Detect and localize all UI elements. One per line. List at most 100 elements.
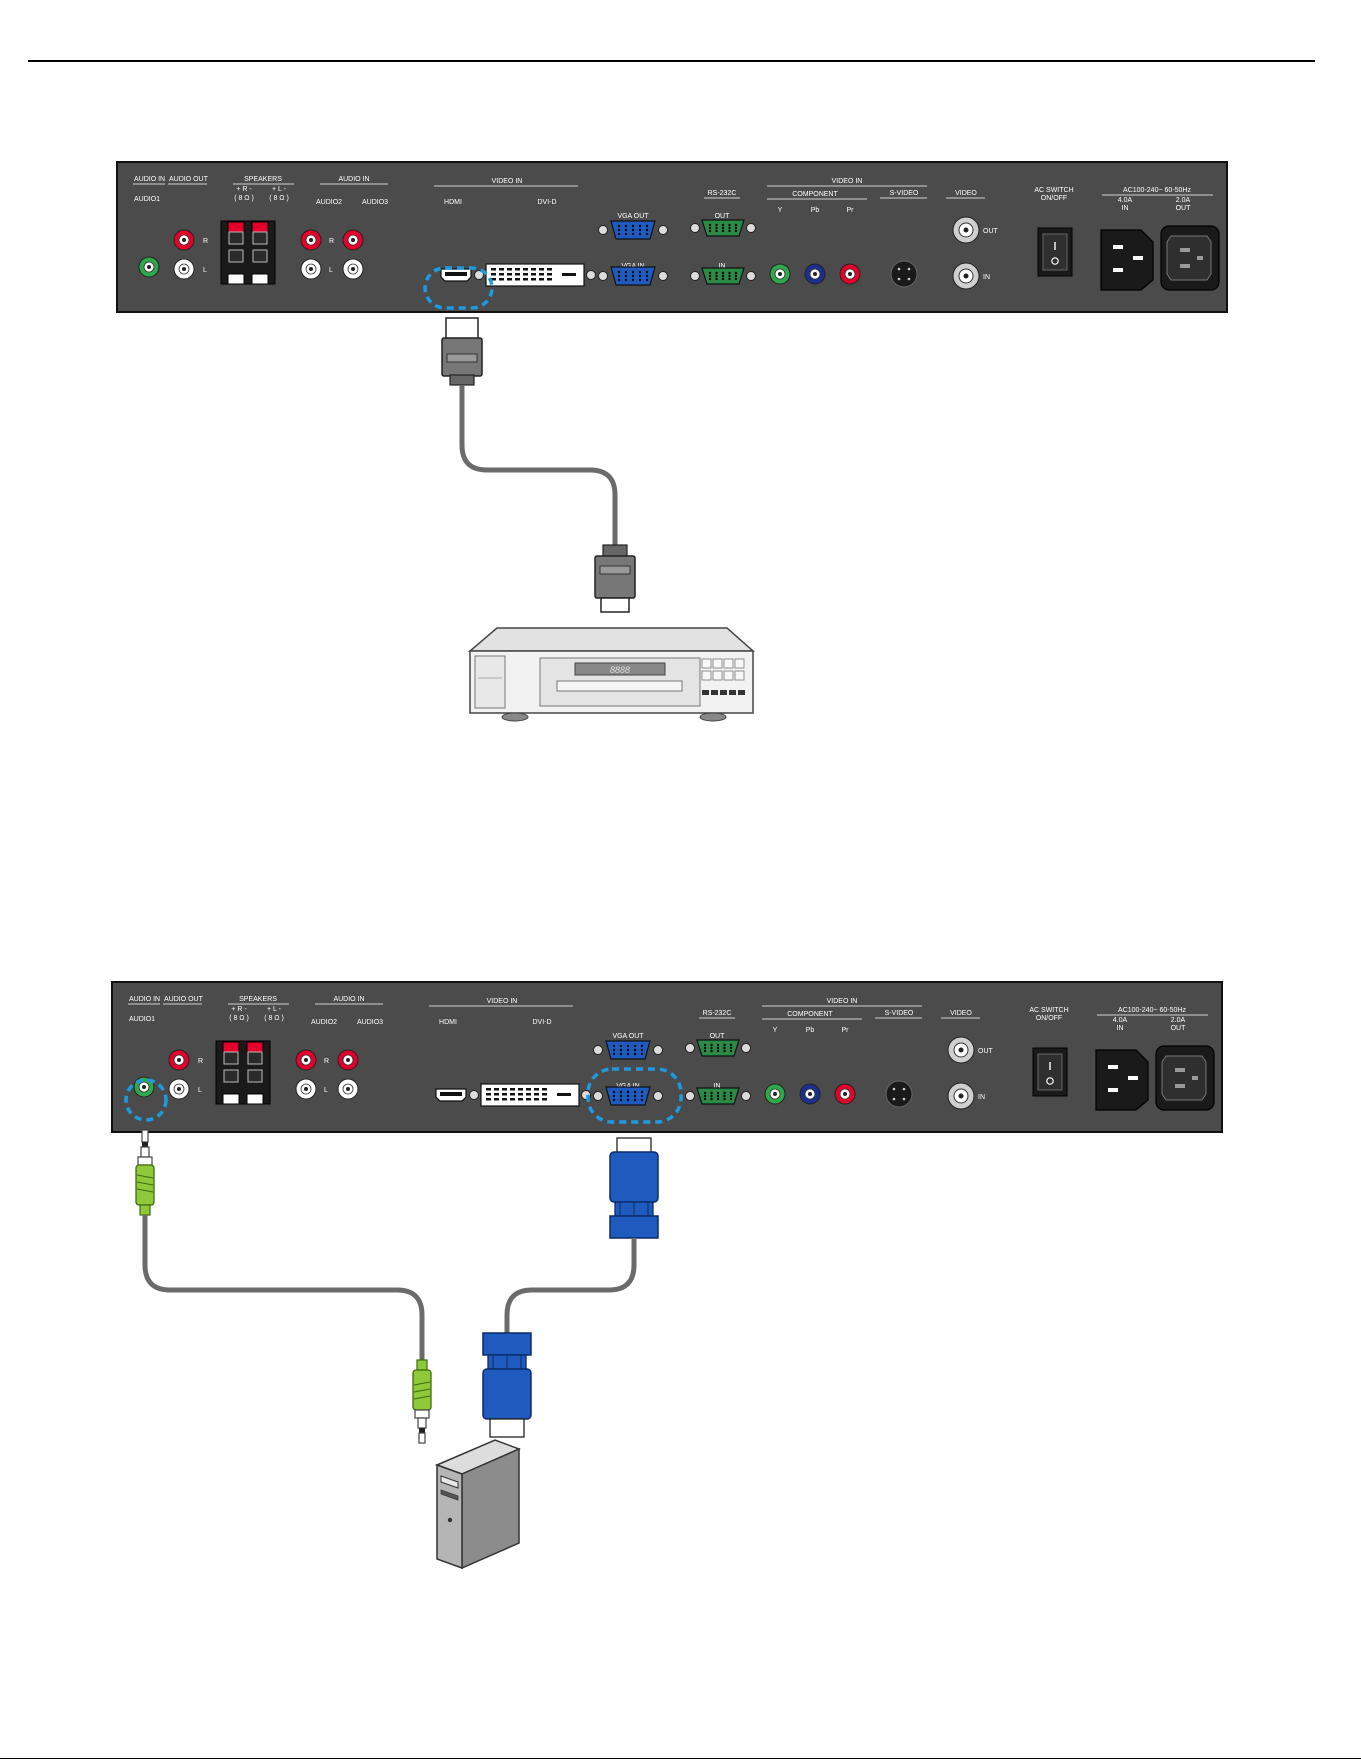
speaker-terminal-white xyxy=(227,273,245,285)
audio2-r-port-pin xyxy=(309,238,313,242)
pin xyxy=(631,274,635,278)
dvi-pin xyxy=(502,1093,507,1096)
ac-in-pin xyxy=(1113,245,1123,249)
dvi-pin xyxy=(502,1098,507,1101)
pin xyxy=(626,1044,630,1048)
pin xyxy=(708,277,712,281)
label-video: VIDEO xyxy=(950,1010,972,1017)
pin xyxy=(619,1098,623,1102)
pin xyxy=(626,1098,630,1102)
dvi-pin xyxy=(526,1088,531,1091)
hdmi-port-slot xyxy=(445,272,467,276)
dvi-pin xyxy=(494,1093,499,1096)
dvi-pin xyxy=(491,278,496,281)
s-video-port xyxy=(885,1080,913,1108)
pin xyxy=(626,1052,630,1056)
label-audio-in: AUDIO IN xyxy=(129,996,160,1003)
pin xyxy=(728,229,731,233)
audio2-r-port-pin xyxy=(304,1058,308,1062)
player-transport-key xyxy=(729,690,736,695)
speaker-terminal-slot xyxy=(247,1069,263,1083)
player-key xyxy=(723,658,734,669)
label-speakers-ohm-r: ( 8 Ω ) xyxy=(234,195,254,202)
pin xyxy=(612,1052,616,1056)
label-on-off: ON/OFF xyxy=(1036,1015,1062,1022)
pin xyxy=(617,270,621,274)
audio3-r-port-pin xyxy=(351,238,355,242)
audio-cable xyxy=(142,1215,425,1360)
pin xyxy=(729,1094,733,1098)
screw xyxy=(741,1043,751,1053)
pin xyxy=(624,274,628,278)
label-rs232c-out: OUT xyxy=(710,1033,726,1040)
pin xyxy=(728,226,731,230)
dvi-pin xyxy=(534,1093,539,1096)
top-rule xyxy=(28,60,1315,62)
pin xyxy=(721,271,725,275)
label-audio2: AUDIO2 xyxy=(311,1019,337,1026)
dvi-pin xyxy=(534,1088,539,1091)
label-r: R xyxy=(203,238,208,245)
pin xyxy=(729,1043,733,1047)
label-vga-out: VGA OUT xyxy=(617,213,649,220)
speaker-terminal-white xyxy=(246,1093,264,1105)
pin xyxy=(617,228,621,232)
pin xyxy=(710,1097,713,1101)
hdmi-port-slot xyxy=(440,1092,462,1096)
hdmi-plug-top xyxy=(441,317,483,386)
pin xyxy=(645,232,649,236)
dvi-pin xyxy=(507,273,512,276)
dvi-pin xyxy=(515,278,520,281)
pin xyxy=(721,274,725,278)
pin xyxy=(633,1094,637,1098)
pin xyxy=(631,270,635,274)
component-pr-port-pin xyxy=(848,272,852,276)
dvi-pin xyxy=(531,268,536,271)
pin xyxy=(715,271,718,275)
dvi-pin xyxy=(491,268,496,271)
pin xyxy=(626,1048,630,1052)
player-key xyxy=(734,670,745,681)
bottom-rule xyxy=(0,1758,1361,1759)
label-ac-in: IN xyxy=(1122,205,1129,212)
label-speakers-ohm-r: ( 8 Ω ) xyxy=(229,1015,249,1022)
pin xyxy=(638,270,642,274)
label-amp-out: 2.0A xyxy=(1176,197,1191,204)
dvi-pin xyxy=(494,1088,499,1091)
label-vga-out: VGA OUT xyxy=(612,1033,644,1040)
pin xyxy=(710,1049,713,1053)
speaker-terminal-slot xyxy=(247,1051,263,1065)
pin xyxy=(715,277,718,281)
pin xyxy=(703,1097,707,1101)
label-ac-rating: AC100-240~ 60-50Hz xyxy=(1118,1007,1186,1014)
label-component: COMPONENT xyxy=(787,1011,833,1018)
label-rs232c-out: OUT xyxy=(715,213,731,220)
ac-out-pin xyxy=(1192,1076,1198,1080)
label-dvi-d: DVI-D xyxy=(537,199,556,206)
pin xyxy=(734,223,738,227)
pin xyxy=(715,226,718,230)
speaker-terminal-red xyxy=(222,1041,240,1053)
dvi-pin xyxy=(518,1098,523,1101)
component-pb-port-pin xyxy=(808,1092,812,1096)
pin xyxy=(728,271,731,275)
component-y-port-pin xyxy=(773,1092,777,1096)
screw xyxy=(658,225,668,235)
pin xyxy=(617,278,621,282)
dvi-pin xyxy=(515,273,520,276)
dvi-pin xyxy=(507,278,512,281)
pin xyxy=(619,1044,623,1048)
pin xyxy=(645,224,649,228)
label-speakers-ohm-l: ( 8 Ω ) xyxy=(269,195,289,202)
pin xyxy=(723,1097,726,1101)
player-display: 8888 xyxy=(610,665,630,675)
pin xyxy=(734,274,738,278)
dvi-pin xyxy=(523,268,528,271)
speaker-terminal-white xyxy=(222,1093,240,1105)
video-in-port-pin xyxy=(963,273,969,279)
screw xyxy=(653,1045,663,1055)
speaker-terminal-red xyxy=(227,221,245,233)
label-amp-in: 4.0A xyxy=(1113,1017,1128,1024)
